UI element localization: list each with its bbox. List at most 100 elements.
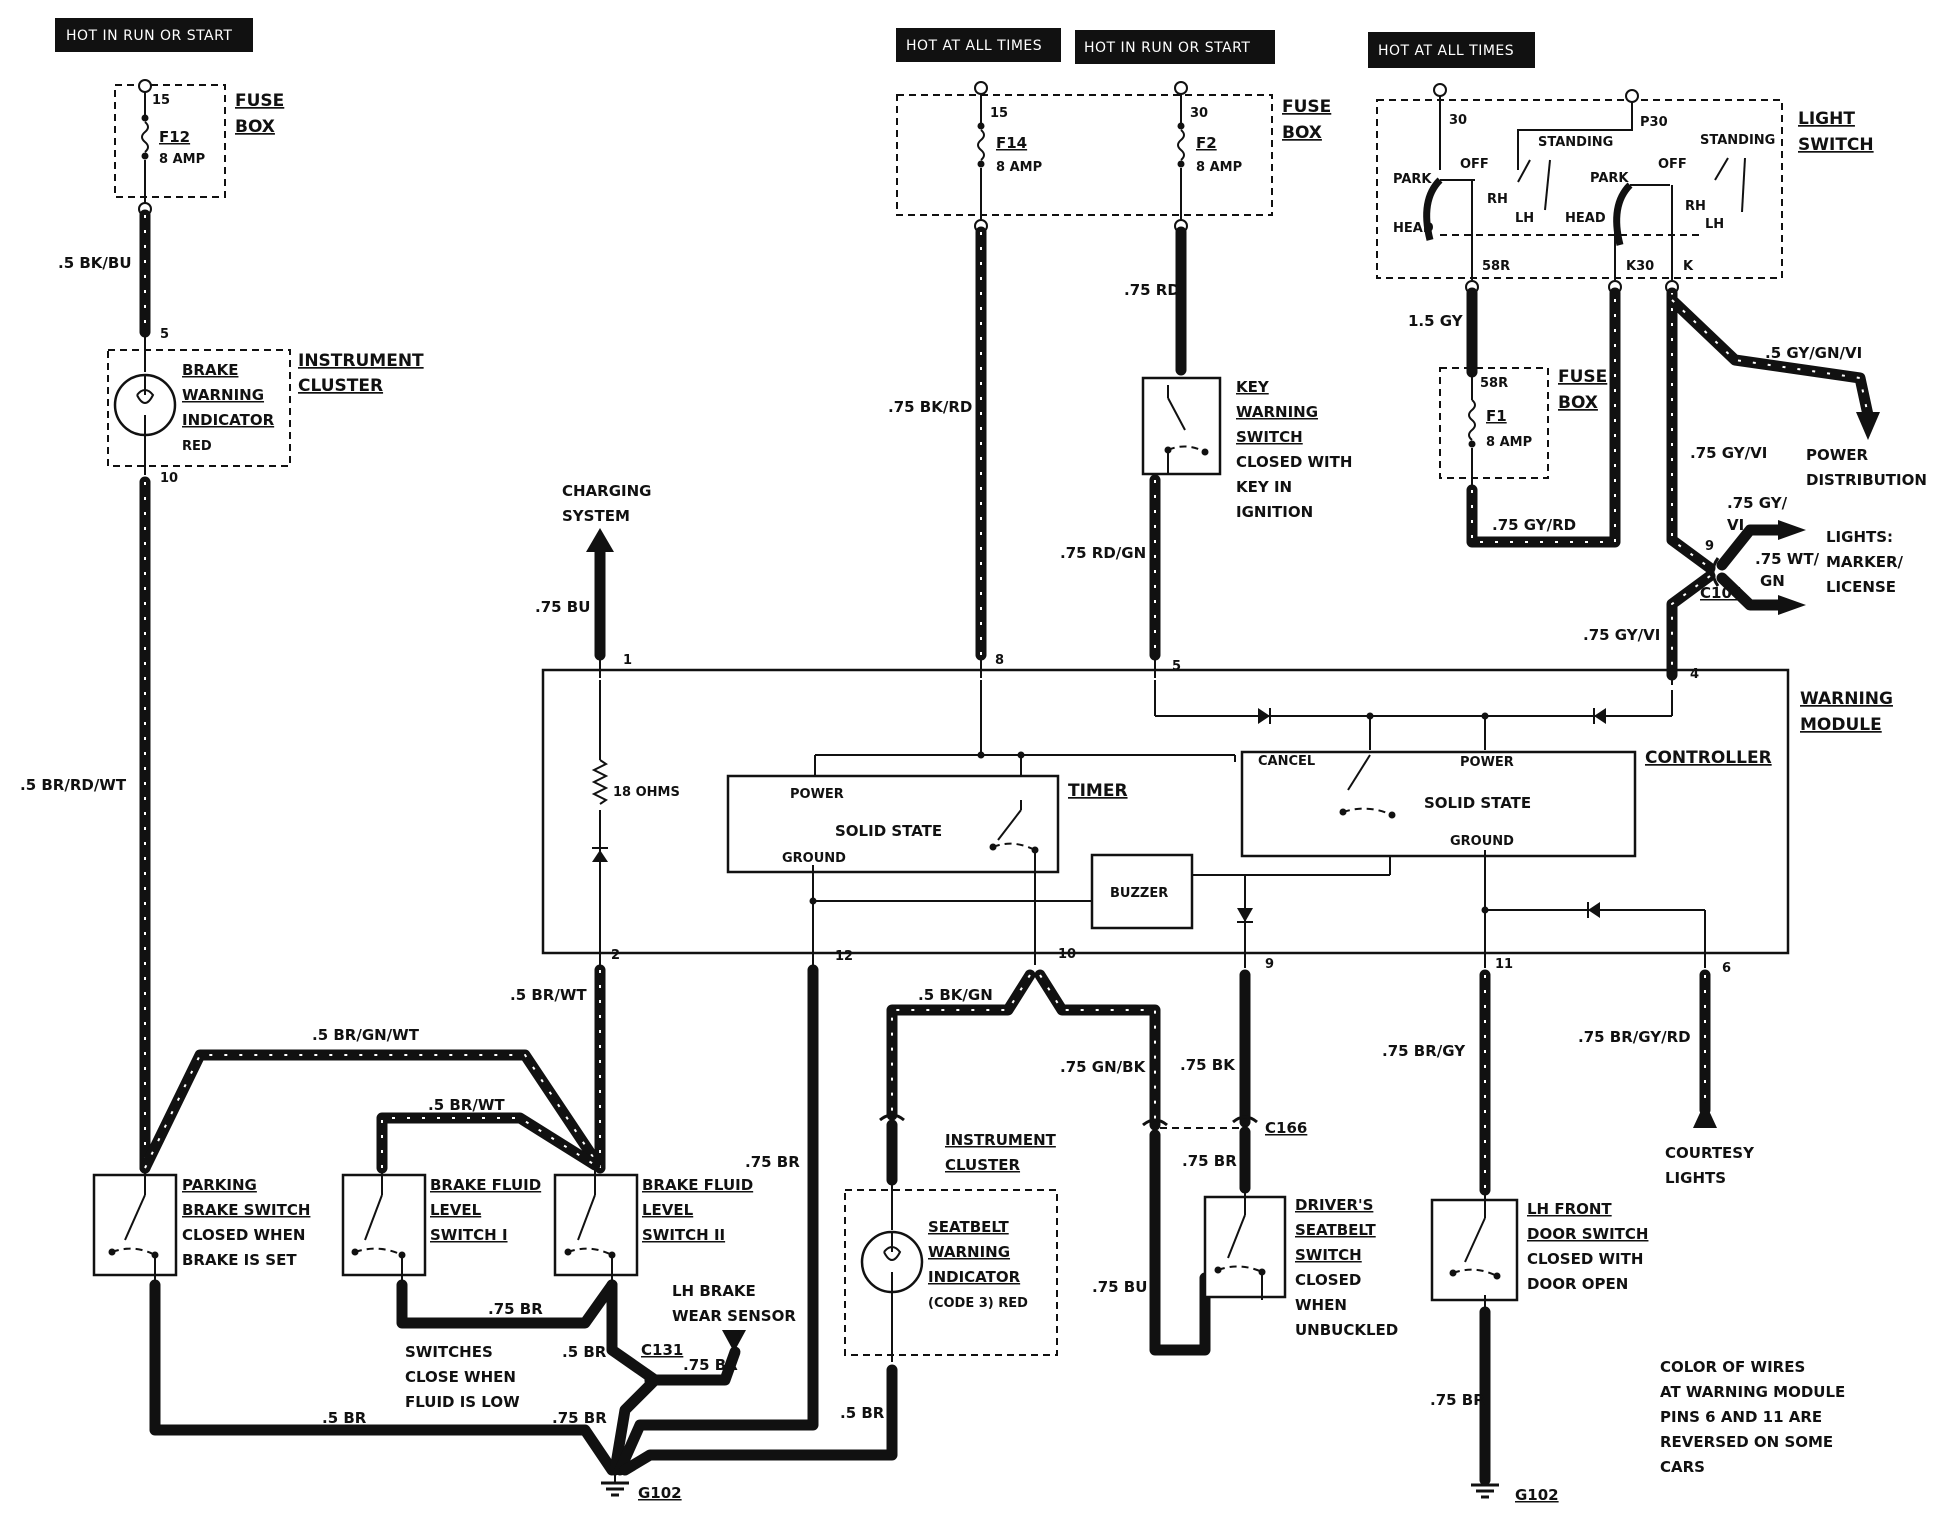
- module-pin-11: 11: [1495, 957, 1513, 972]
- wear-sensor-line2: WEAR SENSOR: [672, 1307, 796, 1325]
- key-switch-line2: WARNING: [1236, 403, 1318, 421]
- fuse-box-mid: 15 F14 8 AMP 30 F2 8 AMP FUSE BOX: [896, 81, 1331, 220]
- lh-front-door-switch: LH FRONT DOOR SWITCH CLOSED WITH DOOR OP…: [1430, 1192, 1648, 1310]
- light-head1: HEAD: [1393, 221, 1434, 236]
- brake-fluid-switch-2: BRAKE FLUID LEVEL SWITCH II: [553, 1170, 753, 1282]
- fluid2-line1: BRAKE FLUID: [642, 1176, 753, 1194]
- light-off1: OFF: [1460, 157, 1489, 172]
- wire-color-note: COLOR OF WIRES AT WARNING MODULE PINS 6 …: [1660, 1358, 1845, 1476]
- key-switch-line6: IGNITION: [1236, 503, 1313, 521]
- light-p30: P30: [1640, 115, 1668, 130]
- door-switch-line1: LH FRONT: [1527, 1200, 1612, 1218]
- wire-gy-vi: .75 GY/VI .75 GY/VI: [1583, 280, 1767, 681]
- wire-br-gy-rd: .75 BR/GY/RD COURTESY LIGHTS: [1578, 969, 1755, 1187]
- wire-br-gy: .75 BR/GY: [1382, 969, 1491, 1196]
- brake-ind-pin-top: 5: [160, 327, 169, 342]
- light-title2: SWITCH: [1798, 135, 1874, 155]
- light-k30: K30: [1626, 259, 1654, 274]
- lights-line1: LIGHTS:: [1826, 528, 1893, 546]
- c131-label: C131: [641, 1341, 683, 1359]
- driver-switch-line3: SWITCH: [1295, 1246, 1362, 1264]
- parking-line4: BRAKE IS SET: [182, 1251, 297, 1269]
- fuse-left-title1: FUSE: [235, 91, 284, 111]
- light-rh2: RH: [1685, 199, 1706, 214]
- fuse-right-title2: BOX: [1558, 393, 1598, 413]
- seatbelt-ind-line2: WARNING: [928, 1243, 1010, 1261]
- seatbelt-cluster1: INSTRUMENT: [945, 1131, 1057, 1149]
- fuse-mid-title1: FUSE: [1282, 97, 1331, 117]
- fuse-mid-amp-b: 8 AMP: [1196, 160, 1242, 175]
- parking-line3: CLOSED WHEN: [182, 1226, 305, 1244]
- fuse-left-amp: 8 AMP: [159, 152, 205, 167]
- light-head2: HEAD: [1565, 211, 1606, 226]
- seatbelt-warning-indicator: INSTRUMENT CLUSTER SEATBELT WARNING INDI…: [844, 1113, 1058, 1362]
- wire-label-rd-gn: .75 RD/GN: [1060, 544, 1146, 562]
- header-mid-a: HOT AT ALL TIMES: [896, 28, 1061, 62]
- ground-wires-left: .5 BR .75 BR .5 BR .75 BR .75 BR .75 BR …: [149, 964, 898, 1476]
- controller-solid: SOLID STATE: [1424, 794, 1531, 812]
- header-mid-b: HOT IN RUN OR START: [1075, 30, 1275, 64]
- wire-label-gy-vi1: .75 GY/VI: [1690, 444, 1767, 462]
- fuse-left-id: F12: [159, 128, 190, 146]
- note-line5: CARS: [1660, 1458, 1705, 1476]
- light-park2: PARK: [1590, 171, 1629, 186]
- wire-rd: .75 RD: [1124, 219, 1188, 376]
- wire-label-75br6: .75 BR: [1430, 1391, 1485, 1409]
- fluid1-line2: LEVEL: [430, 1201, 482, 1219]
- ground-g102-left-label: G102: [638, 1484, 682, 1502]
- brake-warning-indicator: 5 BRAKE WARNING INDICATOR RED INSTRUMENT…: [107, 327, 424, 486]
- header-right: HOT AT ALL TIMES: [1368, 32, 1535, 68]
- charging-line2: SYSTEM: [562, 507, 630, 525]
- brake-fluid-switch-1: BRAKE FLUID LEVEL SWITCH I: [341, 1170, 541, 1282]
- door-switch-line3: CLOSED WITH: [1527, 1250, 1643, 1268]
- timer-solid: SOLID STATE: [835, 822, 942, 840]
- controller-power: POWER: [1460, 755, 1514, 770]
- courtesy-line1: COURTESY: [1665, 1144, 1755, 1162]
- key-switch-line1: KEY: [1236, 378, 1270, 396]
- fluid1-line1: BRAKE FLUID: [430, 1176, 541, 1194]
- brake-ind-line3: INDICATOR: [182, 411, 275, 429]
- c104-label: C104: [1700, 584, 1742, 602]
- light-switch: 30 P30 STANDING STANDING PARK PARK OFF O…: [1376, 83, 1874, 280]
- module-pin-6: 6: [1722, 961, 1731, 976]
- fuse-right-amp: 8 AMP: [1486, 435, 1532, 450]
- brake-ind-color: RED: [182, 439, 212, 454]
- wire-bk-gn: .5 BK/GN: [886, 969, 1036, 1121]
- door-switch-line2: DOOR SWITCH: [1527, 1225, 1648, 1243]
- wire-label-75bu2: .75 BU: [1092, 1278, 1147, 1296]
- wire-label-wt-gn-a: .75 WT/: [1755, 550, 1820, 568]
- header-left-text: HOT IN RUN OR START: [66, 28, 232, 44]
- wire-bk-bu: .5 BK/BU: [58, 202, 152, 338]
- wire-gn-bk: .75 GN/BK: [1034, 969, 1161, 1131]
- warning-module: WARNING MODULE 1 8 5 4 18 OHMS 2: [541, 653, 1893, 976]
- driver-switch-line5: WHEN: [1295, 1296, 1347, 1314]
- fluid1-line3: SWITCH I: [430, 1226, 508, 1244]
- wire-bk-rd: .75 BK/RD: [888, 219, 988, 661]
- module-pin-2: 2: [611, 948, 620, 963]
- module-pin-10: 10: [1058, 947, 1076, 962]
- wire-label-bk-gn: .5 BK/GN: [918, 986, 993, 1004]
- switches-note-line3: FLUID IS LOW: [405, 1393, 520, 1411]
- module-resistor: 18 OHMS: [613, 785, 680, 800]
- wire-label-gy-vi3a: .75 GY/: [1727, 494, 1788, 512]
- timer-power: POWER: [790, 787, 844, 802]
- light-standing2: STANDING: [1700, 133, 1775, 148]
- switches-note-line1: SWITCHES: [405, 1343, 493, 1361]
- ground-g102-right-label: G102: [1515, 1486, 1559, 1504]
- seatbelt-ind-line1: SEATBELT: [928, 1218, 1009, 1236]
- driver-switch-line6: UNBUCKLED: [1295, 1321, 1398, 1339]
- light-standing1: STANDING: [1538, 135, 1613, 150]
- charging-line1: CHARGING: [562, 482, 651, 500]
- parking-brake-switch: PARKING BRAKE SWITCH CLOSED WHEN BRAKE I…: [92, 1170, 310, 1282]
- wire-label-wt-gn-b: GN: [1760, 572, 1785, 590]
- key-switch-line5: KEY IN: [1236, 478, 1292, 496]
- timer-title: TIMER: [1068, 781, 1128, 801]
- wire-rd-gn: .75 RD/GN: [1060, 474, 1161, 661]
- driver-switch-line1: DRIVER'S: [1295, 1196, 1373, 1214]
- note-line2: AT WARNING MODULE: [1660, 1383, 1845, 1401]
- wire-br-rd-wt: .5 BR/RD/WT: [20, 476, 151, 1174]
- fuse-mid-pin-a: 15: [990, 106, 1008, 121]
- module-title1: WARNING: [1800, 689, 1893, 709]
- fuse-right-id: F1: [1486, 407, 1507, 425]
- charging-system: CHARGING SYSTEM .75 BU: [535, 482, 651, 661]
